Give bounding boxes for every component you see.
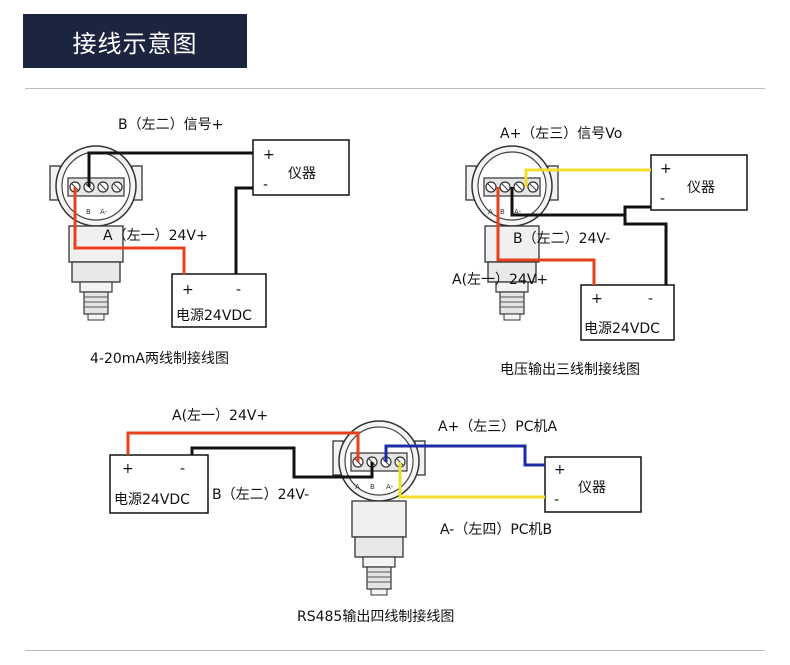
power-box-3 [109, 454, 209, 514]
label-aplus-2: A+（左三）信号Vo [500, 126, 622, 142]
power-name-2: 电源24VDC [584, 321, 660, 337]
section-title-banner: 接线示意图 [23, 14, 247, 68]
terminal-mark-a-3: A [355, 483, 360, 491]
transmitter-body-3 [351, 500, 407, 596]
terminal-mark-b-3: B [370, 483, 375, 491]
top-divider [25, 88, 765, 89]
power-name-3: 电源24VDC [114, 492, 190, 508]
label-a-3: A(左一）24V+ [172, 408, 268, 424]
wire-a-24v-1 [73, 187, 186, 274]
instrument-name-1: 仪器 [288, 166, 316, 182]
instrument-minus-2: - [660, 191, 665, 207]
power-minus-1: - [236, 282, 241, 298]
terminal-mark-aminus-2: A- [514, 208, 522, 216]
terminal-mark-b-1: B [86, 208, 91, 216]
terminal-mark-a-2: A [488, 208, 493, 216]
diagram-four-wire: A B A- + - 仪器 + - 电源24VDC A(左一）24V+ B（左二… [109, 408, 642, 625]
terminal-mark-b-2: B [500, 208, 505, 216]
wire-instrument-to-power-1 [234, 186, 253, 274]
wire-b-24v-minus-3 [190, 446, 374, 479]
instrument-box-3 [544, 456, 642, 513]
instrument-name-2: 仪器 [687, 180, 715, 196]
wire-a-24v-3 [126, 431, 360, 462]
wire-aplus-pc-a-3 [384, 444, 545, 467]
wire-aplus-signal-2 [524, 168, 651, 187]
power-plus-3: + [122, 461, 134, 477]
label-b-1: B（左二）信号+ [118, 117, 223, 133]
instrument-plus-3: + [554, 462, 566, 478]
power-box-1 [171, 273, 267, 328]
label-b-3: B（左二）24V- [212, 487, 309, 503]
wire-aminus-pc-b-3 [398, 462, 545, 499]
label-aminus-3: A-（左四）PC机B [440, 522, 552, 538]
instrument-plus-2: + [660, 161, 672, 177]
instrument-plus-1: + [263, 147, 275, 163]
instrument-minus-3: - [554, 492, 559, 508]
transmitter-head-1 [49, 145, 143, 227]
instrument-box-2 [650, 154, 748, 211]
instrument-minus-1: - [263, 177, 268, 193]
label-a-2: A(左一）24V+ [452, 272, 548, 288]
terminal-mark-aminus-3: A- [386, 483, 394, 491]
instrument-name-3: 仪器 [578, 480, 606, 496]
power-plus-2: + [591, 291, 603, 307]
power-name-1: 电源24VDC [176, 308, 252, 324]
label-aplus-3: A+（左三）PC机A [438, 419, 558, 435]
diagram-three-wire: A B A- + - 仪器 + - 电源24VDC A+（左三）信号Vo B（左… [452, 126, 748, 378]
caption-1: 4-20mA两线制接线图 [90, 350, 229, 367]
label-a-1: A（左一）24V+ [103, 228, 208, 244]
diagram-two-wire: B A- + - 仪器 + - 电源24VDC B（左二）信号+ A（左一）24… [49, 117, 350, 367]
instrument-box-1 [252, 139, 350, 196]
bottom-divider [25, 650, 765, 651]
wire-b-to-power-2 [623, 215, 668, 285]
caption-2: 电压输出三线制接线图 [500, 361, 640, 378]
power-minus-2: - [648, 291, 653, 307]
wire-b-signal-1 [87, 151, 253, 187]
caption-3: RS485输出四线制接线图 [297, 608, 454, 625]
terminal-mark-a-1: A- [100, 208, 108, 216]
section-title: 接线示意图 [72, 29, 198, 58]
power-plus-1: + [182, 282, 194, 298]
power-minus-3: - [180, 461, 185, 477]
power-box-2 [580, 284, 675, 341]
label-b-2: B（左二）24V- [513, 231, 610, 247]
wire-a-24v-2 [496, 187, 596, 285]
